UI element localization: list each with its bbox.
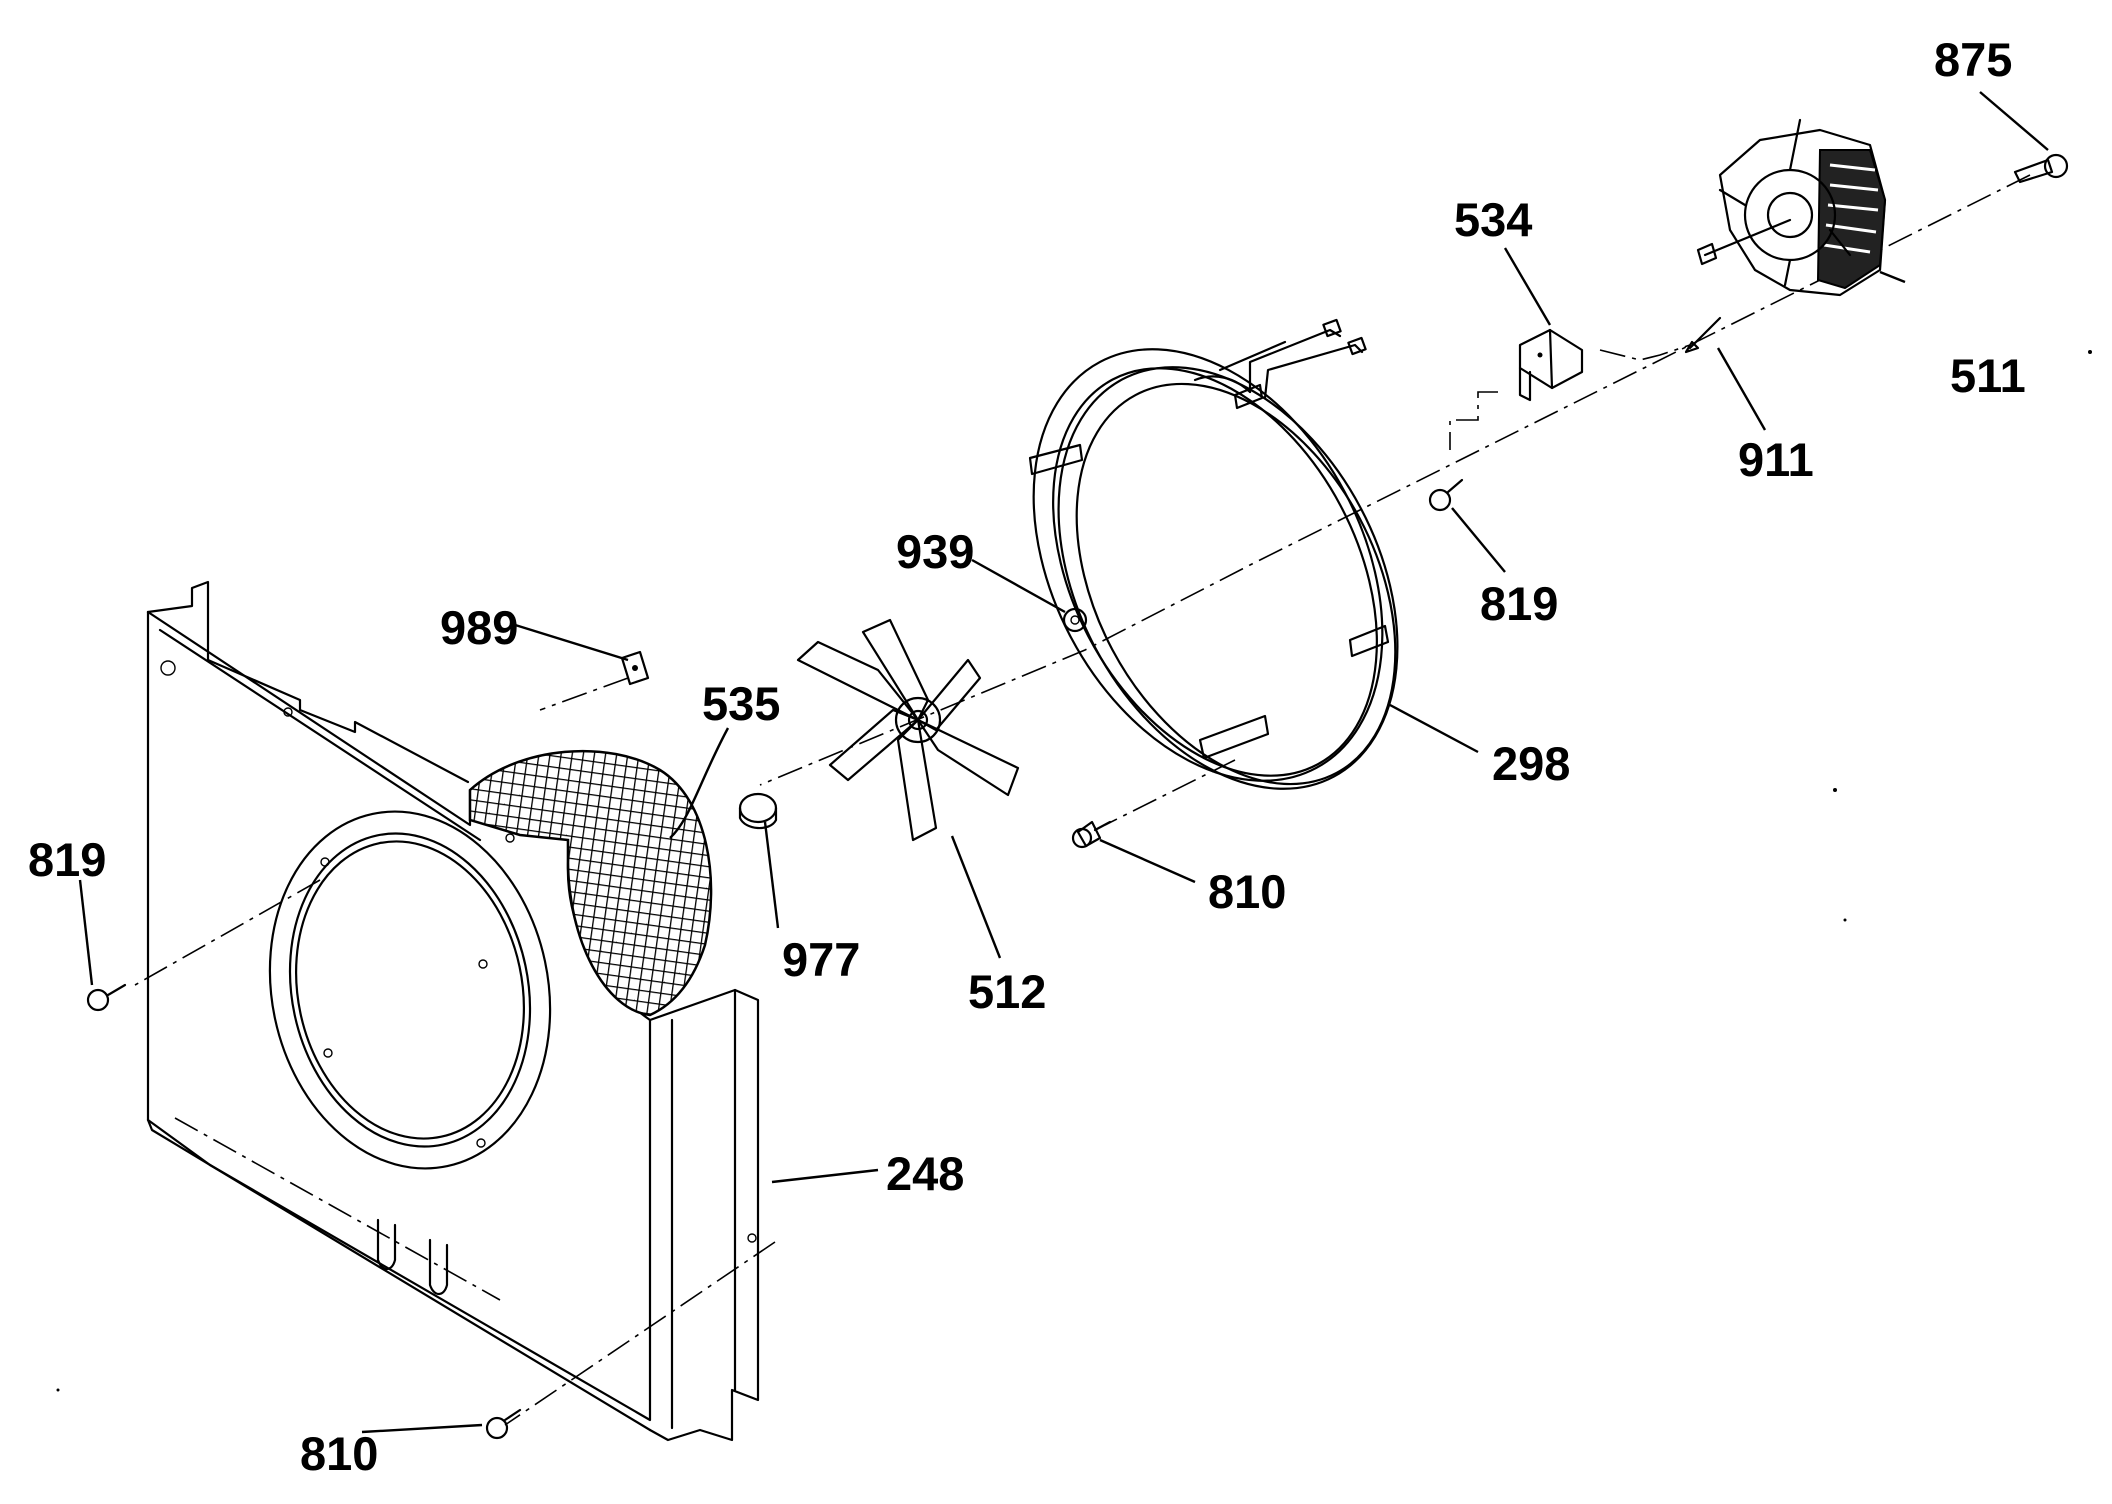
- callout-248: 248: [886, 1147, 964, 1200]
- callout-labels: 875 534 511 911 819 939 989 535 298 819 …: [28, 33, 2026, 1480]
- callout-819-left: 819: [28, 833, 106, 886]
- mesh-screen: [468, 749, 713, 1017]
- bracket-534: [1518, 328, 1584, 402]
- callout-511: 511: [1950, 349, 2026, 402]
- rear-panel-housing: [146, 580, 760, 1442]
- screw-810-middle: [1071, 820, 1112, 849]
- callout-810-bottom: 810: [300, 1427, 378, 1480]
- screw-819-upper: [1428, 478, 1464, 512]
- clip-989: [620, 650, 650, 686]
- screw-911: [1684, 316, 1722, 354]
- callout-939: 939: [896, 525, 974, 578]
- callout-819-upper: 819: [1480, 577, 1558, 630]
- callout-875: 875: [1934, 33, 2012, 86]
- callout-535: 535: [702, 677, 780, 730]
- callout-298: 298: [1492, 737, 1570, 790]
- screw-810-bottom: [485, 1408, 522, 1440]
- heating-element-ring: [1028, 318, 1399, 790]
- callout-534: 534: [1454, 193, 1532, 246]
- callout-911: 911: [1738, 433, 1814, 486]
- assembly-axis-lines: [134, 174, 2031, 1426]
- scan-specks: [56, 350, 2092, 1392]
- callout-810-middle: 810: [1208, 865, 1286, 918]
- callout-512: 512: [968, 965, 1046, 1018]
- fan-blade: [796, 618, 1020, 842]
- leader-lines: [78, 91, 2049, 1434]
- screw-819-left: [86, 983, 127, 1012]
- screw-875: [2013, 153, 2069, 184]
- fan-motor: [1696, 118, 1887, 297]
- callout-989: 989: [440, 601, 518, 654]
- hex-nut-977: [738, 792, 778, 830]
- callout-977: 977: [782, 933, 860, 986]
